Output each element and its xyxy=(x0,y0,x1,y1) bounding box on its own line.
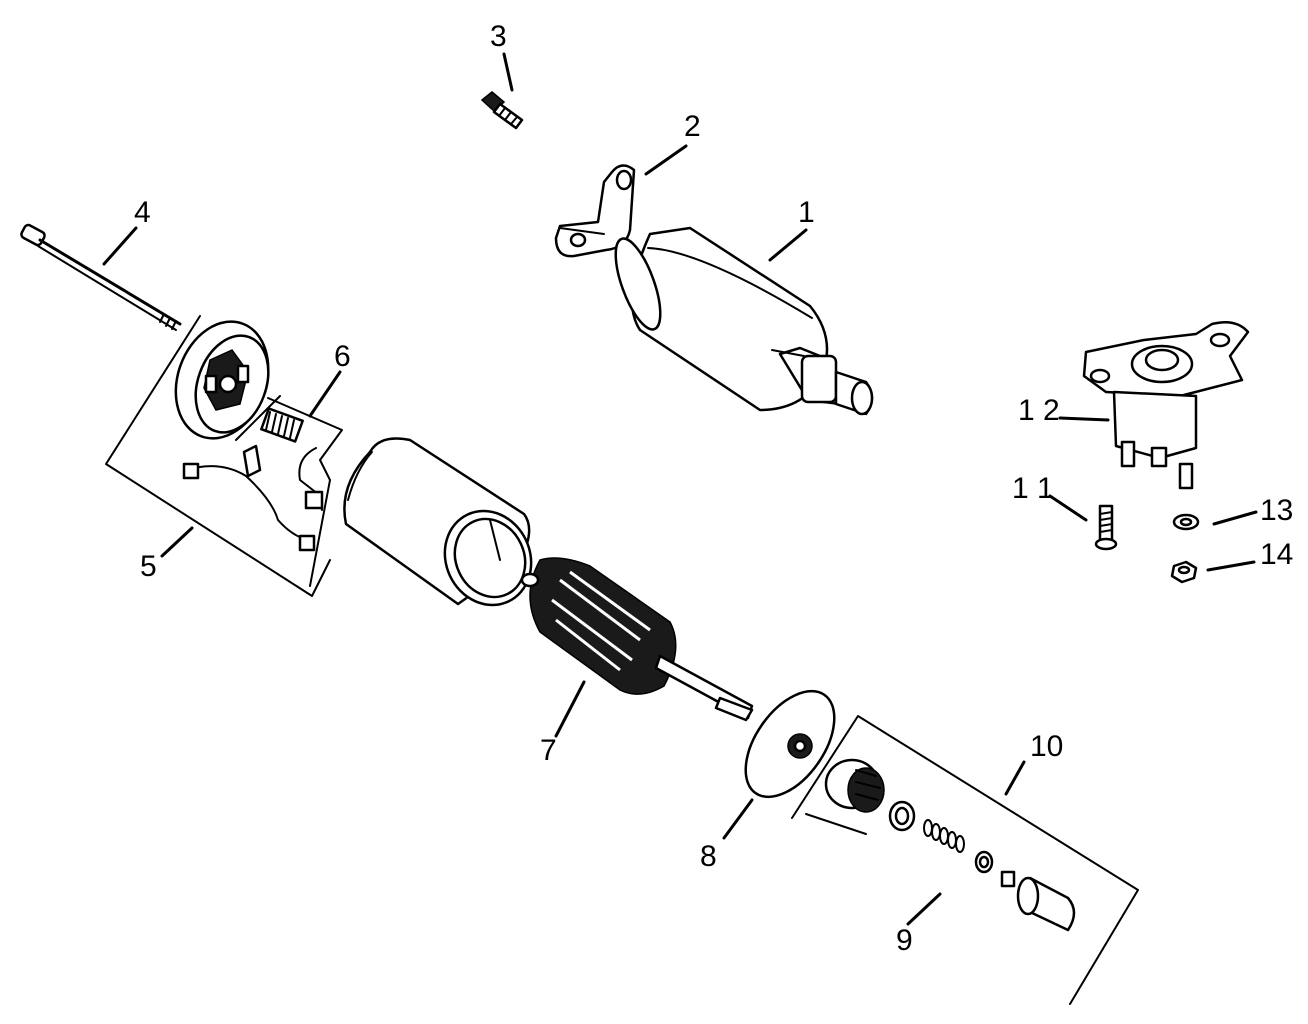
callout-6: 6 xyxy=(334,340,351,373)
leader-lines xyxy=(102,52,1258,926)
part-14-nut xyxy=(1170,560,1198,584)
callout-8: 8 xyxy=(700,840,717,873)
spring-icon xyxy=(923,819,965,853)
callout-14: 14 xyxy=(1260,538,1293,571)
part-1-starter-motor xyxy=(614,226,874,416)
part-5-group-outline xyxy=(105,315,331,597)
callout-11: 1 1 xyxy=(1012,472,1054,505)
callout-labels: 3 2 1 4 6 5 7 8 9 10 1 1 1 2 13 14 xyxy=(134,20,1293,957)
part-10-drive-pinion xyxy=(824,758,885,813)
part-13-lock-washer xyxy=(1172,513,1200,531)
callout-2: 2 xyxy=(684,110,701,143)
callout-12: 1 2 xyxy=(1018,394,1060,427)
part-5-end-cap xyxy=(174,320,270,440)
callout-10: 10 xyxy=(1030,730,1063,763)
callout-5: 5 xyxy=(140,550,157,583)
callout-9: 9 xyxy=(896,924,913,957)
part-3-screw xyxy=(480,91,524,130)
frame-housing xyxy=(343,437,533,607)
part-6-brush-group xyxy=(182,397,343,587)
callout-1: 1 xyxy=(798,196,815,229)
part-4-thru-bolt xyxy=(20,223,182,331)
callout-3: 3 xyxy=(490,20,507,53)
part-10-group-outline xyxy=(791,715,1139,1005)
part-12-solenoid xyxy=(1082,321,1250,490)
part-7-armature xyxy=(520,557,754,722)
callout-7: 7 xyxy=(540,734,557,767)
part-2-bracket xyxy=(554,164,636,258)
callout-13: 13 xyxy=(1260,494,1293,527)
part-8-end-plate xyxy=(744,689,836,799)
part-9-pinion-stop-parts xyxy=(888,800,1076,932)
callout-4: 4 xyxy=(134,196,151,229)
part-11-screw xyxy=(1094,504,1118,551)
